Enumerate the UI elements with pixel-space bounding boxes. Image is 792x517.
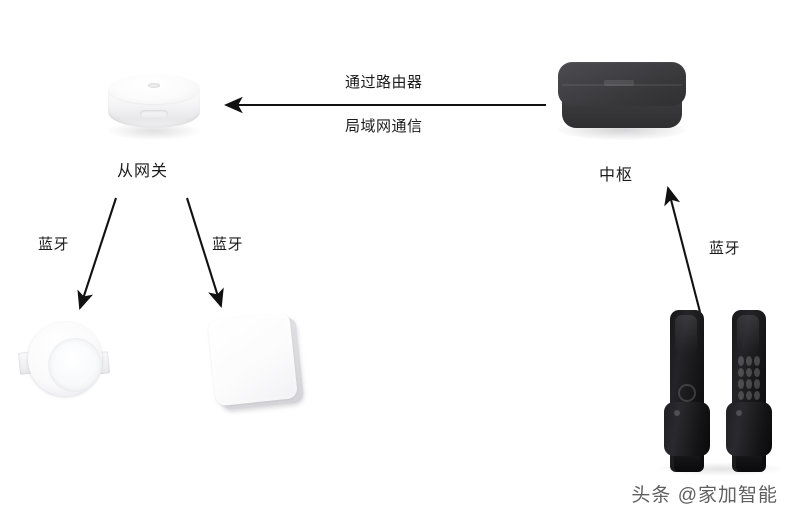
node-label-sub-gateway: 从网关 <box>117 163 169 180</box>
smart-lock-exterior-panel <box>724 310 774 472</box>
keypad-key <box>746 379 752 389</box>
lock-interior-knob <box>678 384 696 402</box>
gateway-shadow <box>108 122 200 140</box>
keypad-key <box>746 390 752 400</box>
hub-logo <box>604 80 634 86</box>
wall-switch-rocker <box>210 315 295 404</box>
lock-interior-handle <box>664 402 710 456</box>
smart-lock-icon <box>658 310 784 476</box>
hub-top-face <box>558 62 686 106</box>
edge-gateway-to-switch <box>185 197 224 309</box>
keypad-key <box>746 356 752 366</box>
node-label-hub: 中枢 <box>599 167 634 184</box>
hub-edge-highlight <box>562 84 682 86</box>
keypad-key <box>738 390 744 400</box>
downlight-icon <box>17 316 111 408</box>
lock-exterior-handle-notch <box>736 410 742 416</box>
gateway-puck-icon <box>104 72 204 144</box>
edge-label-lan-communication: 局域网通信 <box>345 118 423 135</box>
keypad-key <box>754 390 760 400</box>
watermark: 头条 @家加智能 <box>631 485 778 506</box>
lock-keypad <box>738 356 760 400</box>
hub-box-icon <box>552 58 692 148</box>
wall-switch-icon <box>207 312 312 420</box>
gateway-top-button <box>148 83 160 88</box>
lock-interior-handle-notch <box>674 410 680 416</box>
downlight-ring <box>28 322 102 396</box>
edge-label-via-router: 通过路由器 <box>345 74 423 91</box>
lock-exterior-highlight <box>737 315 759 353</box>
keypad-key <box>754 367 760 377</box>
smart-lock-interior-panel <box>662 310 712 472</box>
edge-label-bluetooth-switch: 蓝牙 <box>212 236 244 253</box>
downlight-diffuser <box>48 338 102 392</box>
keypad-key <box>738 379 744 389</box>
keypad-key <box>738 356 744 366</box>
gateway-indicator-slot <box>140 110 168 118</box>
edge-label-bluetooth-lock: 蓝牙 <box>709 240 741 257</box>
lock-exterior-foot <box>736 456 762 472</box>
wall-switch-wrap <box>207 312 305 413</box>
keypad-key <box>746 367 752 377</box>
lock-exterior-handle <box>726 402 772 456</box>
gateway-top-face <box>108 74 200 104</box>
lock-interior-foot <box>674 456 700 472</box>
edge-gateway-to-downlight <box>77 197 117 310</box>
lock-interior-highlight <box>675 315 697 353</box>
edge-lock-to-hub <box>664 185 702 313</box>
edge-label-bluetooth-downlight: 蓝牙 <box>38 236 70 253</box>
keypad-key <box>738 367 744 377</box>
keypad-key <box>754 379 760 389</box>
wall-switch-faceplate <box>207 312 298 407</box>
keypad-key <box>754 356 760 366</box>
